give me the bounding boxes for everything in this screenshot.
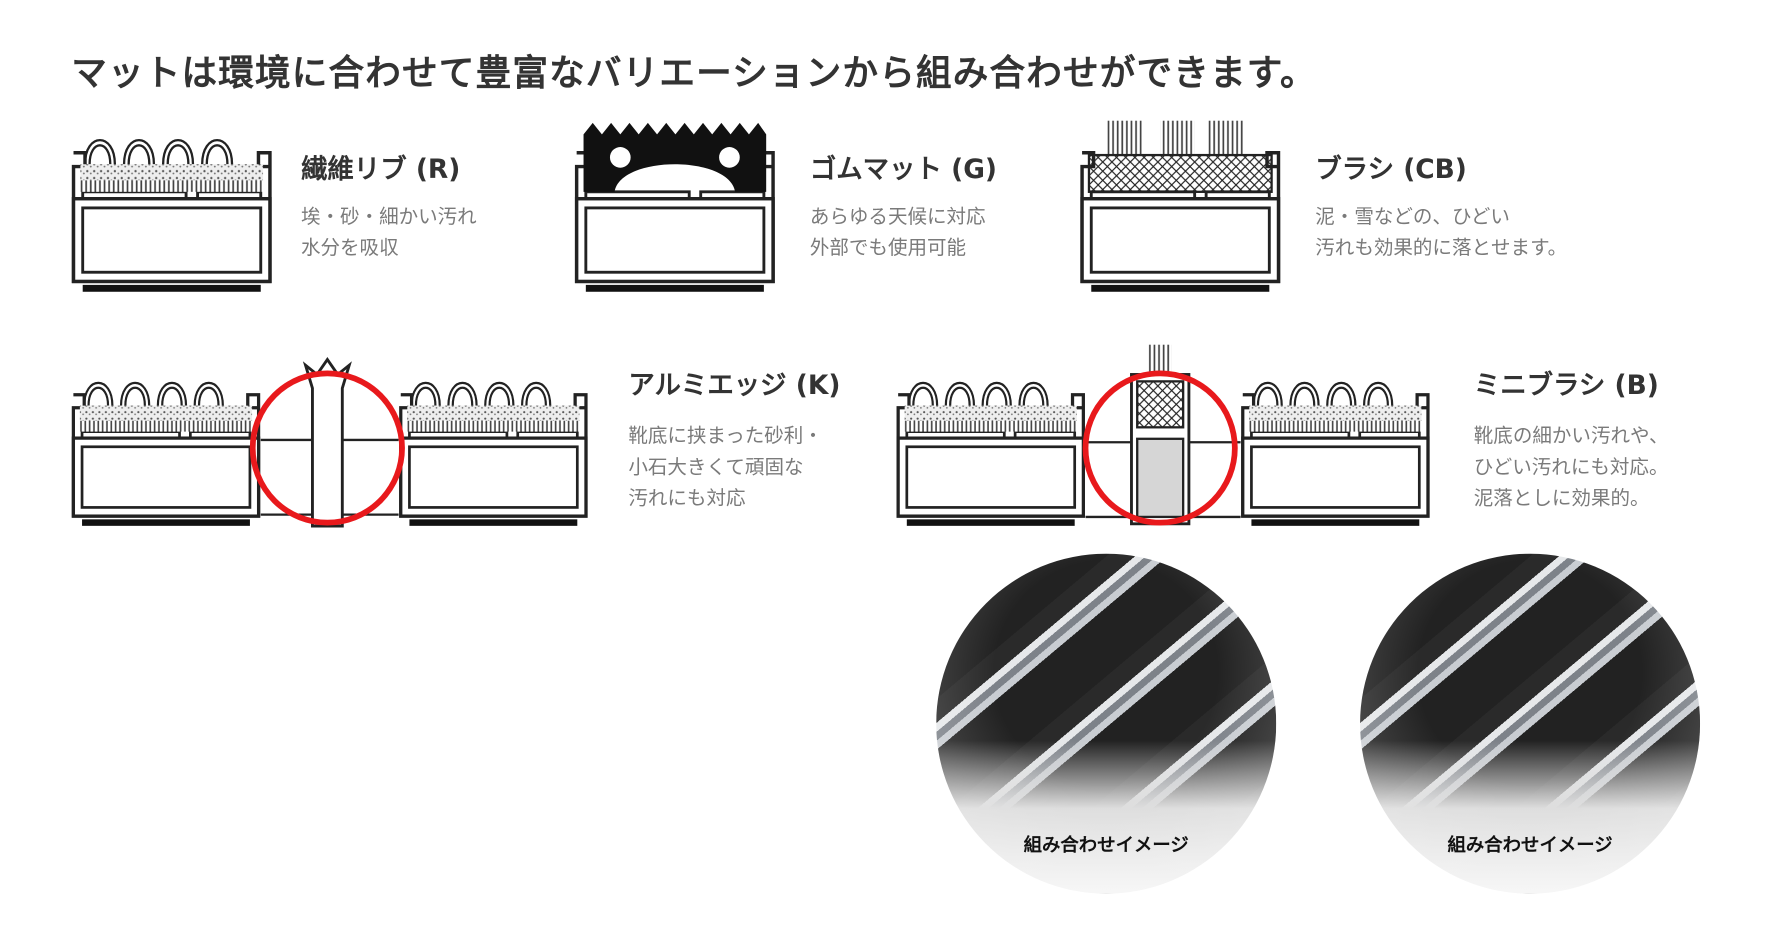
combination-photo-1: 組み合わせイメージ (936, 553, 1277, 894)
brush-diagram (1080, 121, 1281, 293)
rubber-mat-diagram (574, 121, 775, 293)
desc-line: 埃・砂・細かい汚れ (300, 205, 477, 229)
desc-line: ひどい汚れにも対応。 (1473, 456, 1669, 480)
product-title-r: 繊維リブ (R) (300, 155, 461, 185)
desc-line: 泥・雪などの、ひどい (1315, 205, 1510, 229)
product-desc-g: あらゆる天候に対応 外部でも使用可能 (810, 202, 986, 264)
desc-line: 小石大きくて頑固な (628, 456, 804, 480)
desc-line: 汚れにも対応 (628, 487, 746, 511)
fiber-rib-diagram (71, 121, 272, 293)
desc-line: 靴底の細かい汚れや、 (1473, 425, 1669, 448)
aluminium-edge-diagram (71, 357, 588, 528)
photo-shade (1360, 553, 1701, 894)
highlight-circle (1082, 370, 1238, 526)
desc-line: あらゆる天候に対応 (809, 205, 986, 229)
photo-caption: 組み合わせイメージ (1023, 833, 1189, 856)
product-desc-r: 埃・砂・細かい汚れ 水分を吸収 (301, 202, 477, 264)
desc-line: 汚れも効果的に落とせます。 (1315, 236, 1568, 260)
combination-photo-2: 組み合わせイメージ (1360, 553, 1701, 894)
product-desc-b: 靴底の細かい汚れや、 ひどい汚れにも対応。 泥落としに効果的。 (1474, 422, 1669, 515)
desc-line: 泥落としに効果的。 (1473, 487, 1650, 511)
mini-brush-diagram (896, 344, 1430, 528)
product-desc-k: 靴底に挟まった砂利・ 小石大きくて頑固な 汚れにも対応 (628, 422, 823, 515)
desc-line: 外部でも使用可能 (809, 236, 967, 260)
photo-caption: 組み合わせイメージ (1447, 833, 1613, 856)
product-title-g: ゴムマット (G) (809, 155, 997, 185)
desc-line: 靴底に挟まった砂利・ (628, 425, 823, 448)
desc-line: 水分を吸収 (300, 236, 399, 260)
product-title-k: アルミエッジ (K) (628, 371, 841, 401)
product-desc-cb: 泥・雪などの、ひどい 汚れも効果的に落とせます。 (1315, 202, 1567, 264)
product-title-cb: ブラシ (CB) (1315, 155, 1467, 185)
photo-shade (936, 553, 1277, 894)
highlight-circle (249, 370, 405, 526)
product-title-b: ミニブラシ (B) (1473, 371, 1659, 401)
headline: マットは環境に合わせて豊富なバリエーションから組み合わせができます。 (71, 52, 1317, 95)
